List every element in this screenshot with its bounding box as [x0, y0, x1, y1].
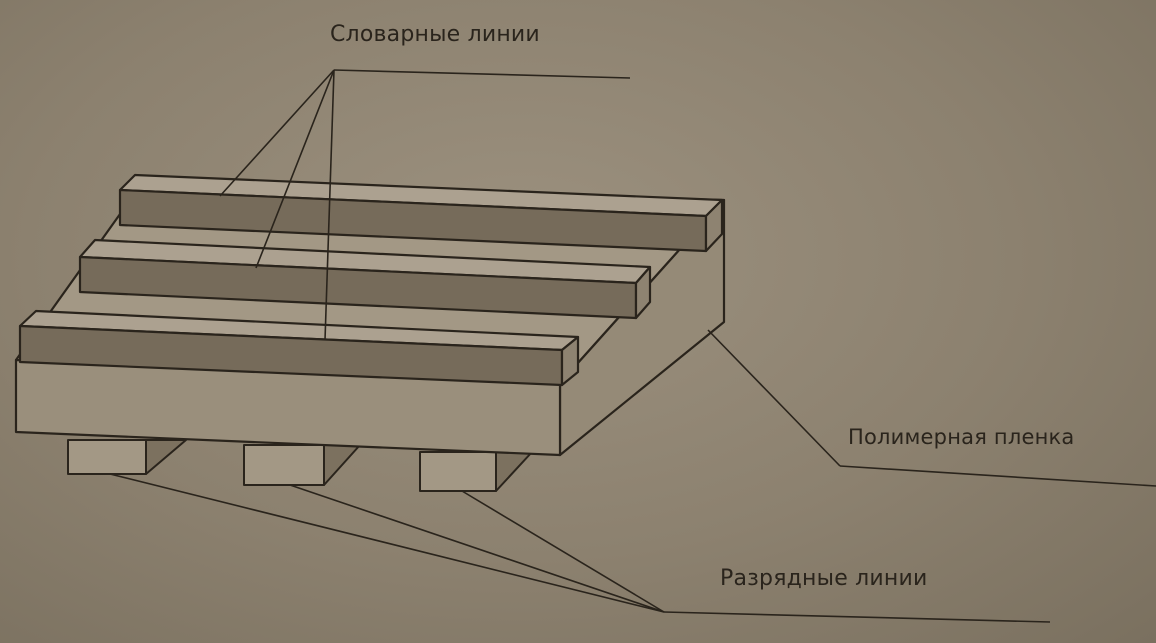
word-lines-underline: [333, 69, 631, 79]
word-leader-3: [324, 69, 335, 341]
film-leader: [707, 329, 841, 467]
bit-lines-underline: [663, 611, 1051, 623]
film-underline: [839, 465, 1156, 487]
word-line-3: [18, 309, 580, 387]
word-line-2: [78, 238, 652, 320]
word-leader-2: [255, 69, 335, 269]
bit-line-3: [419, 451, 533, 492]
word-leader-1: [219, 69, 335, 197]
leader-lines: [109, 69, 1156, 623]
word-lines: [18, 173, 724, 387]
label-word-lines: Словарные линии: [330, 22, 540, 47]
label-bit-lines: Разрядные линии: [720, 566, 928, 591]
bit-lines: [67, 439, 533, 492]
bit-leader-2: [289, 484, 665, 613]
word-line-1: [118, 173, 724, 253]
bit-line-1: [67, 439, 187, 475]
bit-leader-1: [109, 473, 665, 613]
bit-leader-3: [461, 490, 665, 613]
bit-line-2: [243, 444, 361, 486]
label-polymer-film: Полимерная пленка: [848, 425, 1075, 449]
